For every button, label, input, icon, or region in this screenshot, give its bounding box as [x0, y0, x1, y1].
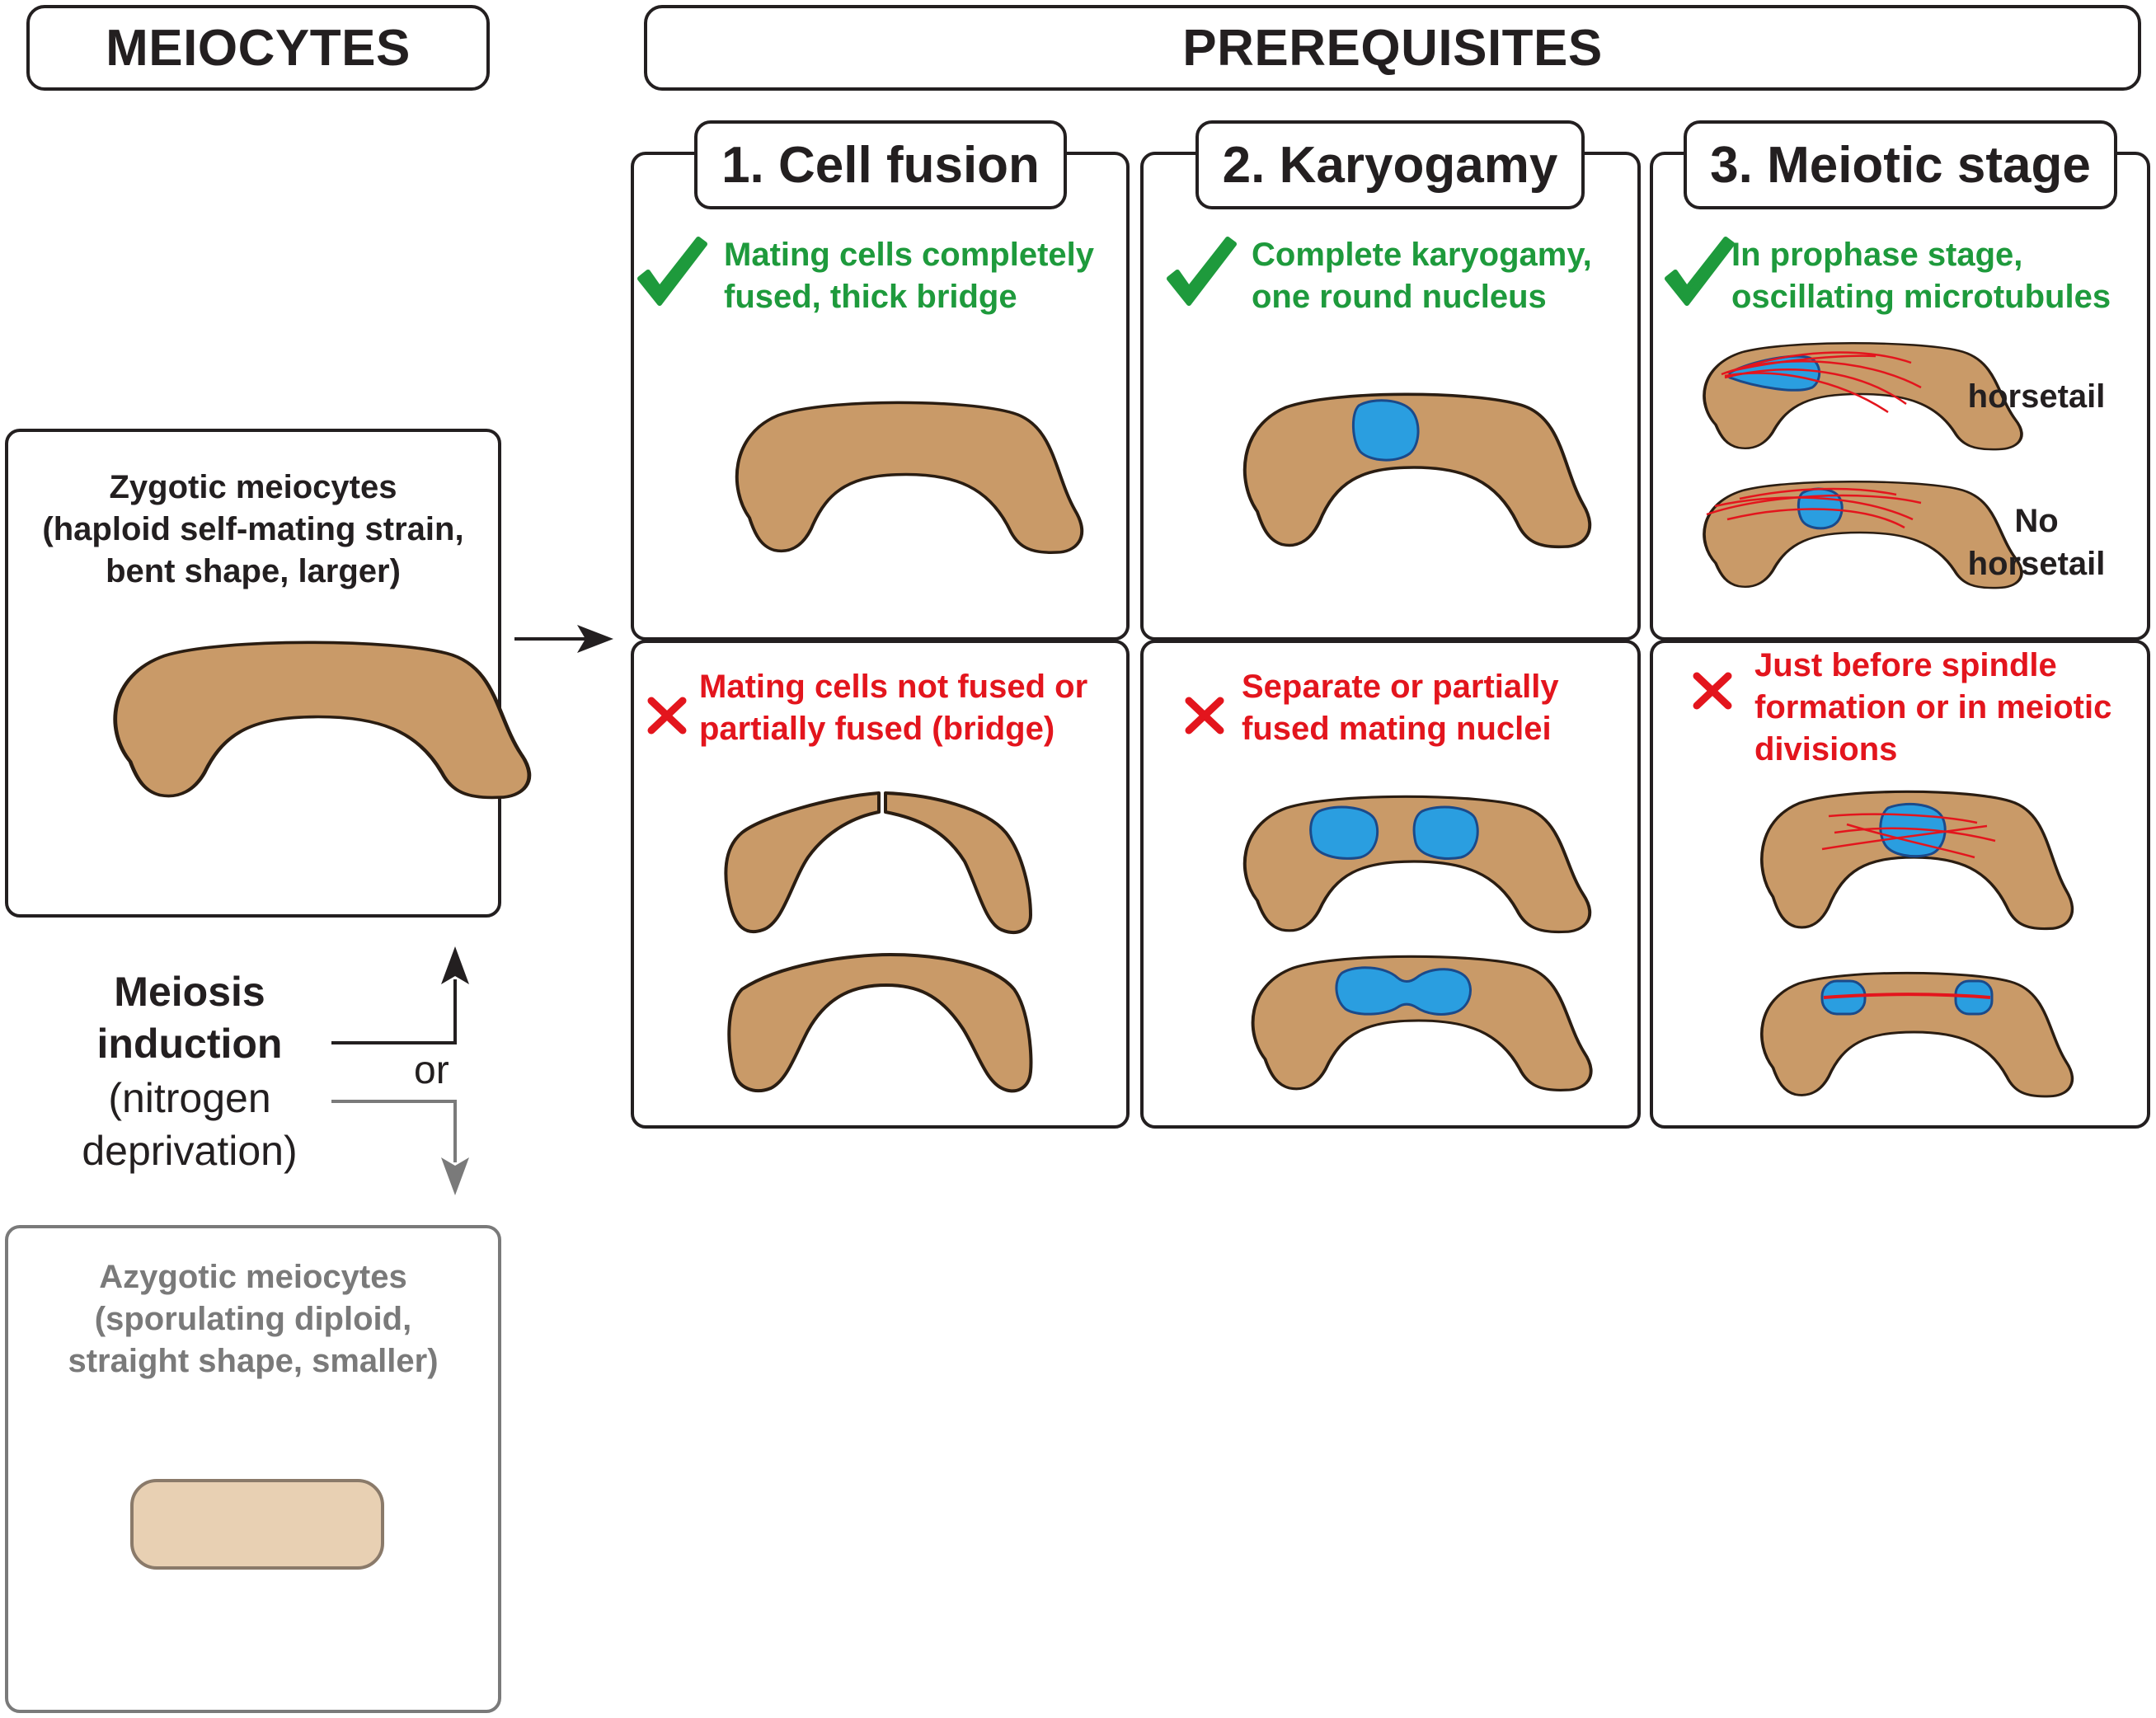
- meiotic-division-cell-icon: [1760, 971, 2074, 1098]
- meiotic-stage-bad-text: Just before spindle formation or in meio…: [1754, 647, 2112, 768]
- karyogamy-cell-icon: [1242, 392, 1592, 549]
- unfused-cell-icon: [724, 791, 1032, 934]
- checkmark-icon: [637, 237, 707, 306]
- tab-cell-fusion: 1. Cell fusion: [694, 120, 1067, 209]
- meiotic-stage-good-text: In prophase stage, oscillating microtubu…: [1731, 237, 2111, 316]
- arrow-up-icon: [331, 946, 469, 1044]
- partially-fused-nuclei-icon: [1335, 966, 1472, 1016]
- bridged-cell-icon: [727, 953, 1033, 1093]
- microtubules-icon: [1706, 487, 1922, 529]
- induction-title: Meiosis induction: [96, 969, 283, 1067]
- arrow-down-icon: [331, 1100, 469, 1195]
- microtubules-icon: [1721, 351, 1922, 414]
- checkmark-icon: [1665, 237, 1735, 306]
- cell-fusion-good-panel: [631, 152, 1130, 641]
- fused-cell-icon: [735, 401, 1084, 555]
- tab-meiotic-stage: 3. Meiotic stage: [1684, 120, 2117, 209]
- microtubules-icon: [1821, 813, 1996, 859]
- nucleus-right-icon: [1412, 805, 1479, 860]
- checkmark-icon: [1167, 237, 1237, 306]
- cell-fusion-bad-panel: [631, 640, 1130, 1129]
- tab-karyogamy: 2. Karyogamy: [1195, 120, 1585, 209]
- or-label: or: [414, 1049, 449, 1092]
- karyogamy-bad-text: Separate or partially fused mating nucle…: [1242, 669, 1559, 748]
- cross-icon: [1185, 697, 1224, 735]
- zygotic-cell-icon: [115, 642, 529, 797]
- cross-icon: [1693, 672, 1732, 710]
- azygotic-cell-icon: [130, 1479, 384, 1570]
- cross-icon: [647, 697, 687, 735]
- nucleus-left-icon: [1309, 805, 1379, 860]
- arrow-right-icon: [514, 625, 613, 653]
- zygotic-label: Zygotic meiocytes (haploid self-mating s…: [42, 469, 464, 590]
- cell-fusion-bad-text: Mating cells not fused or partially fuse…: [699, 669, 1088, 748]
- induction-subtitle: (nitrogen deprivation): [82, 1075, 298, 1174]
- meiotic-stage-bad-panel: [1650, 640, 2150, 1129]
- azygotic-label: Azygotic meiocytes (sporulating diploid,…: [68, 1259, 439, 1380]
- karyogamy-good-text: Complete karyogamy, one round nucleus: [1252, 237, 1592, 316]
- horsetail-label: horsetail: [1967, 378, 2106, 415]
- round-nucleus-icon: [1352, 399, 1420, 462]
- no-horsetail-label: No horsetail: [1967, 503, 2106, 582]
- spindle-icon: [1823, 993, 1991, 999]
- prerequisites-header: PREREQUISITES: [644, 5, 2141, 91]
- azygotic-panel: [5, 1225, 501, 1713]
- meiocytes-header: MEIOCYTES: [26, 5, 490, 91]
- cell-fusion-good-text: Mating cells completely fused, thick bri…: [724, 237, 1095, 316]
